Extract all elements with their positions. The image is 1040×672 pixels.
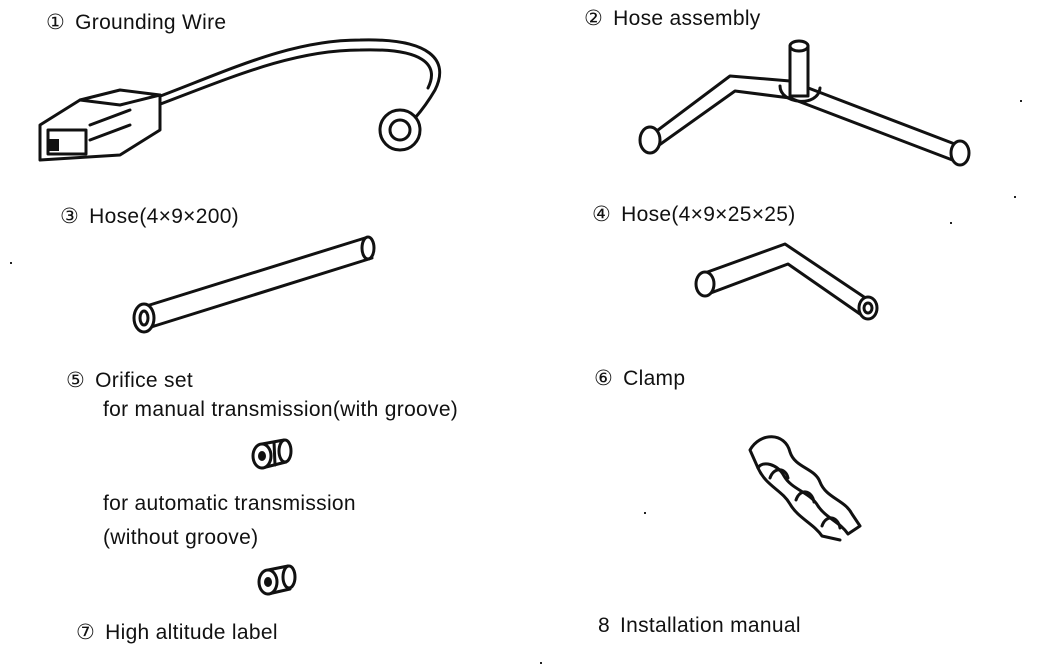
item-6-label: ⑥ Clamp xyxy=(594,366,685,391)
orifice-with-groove-icon xyxy=(251,438,293,470)
item-5-text: Orifice set xyxy=(95,369,193,392)
item-8-text: Installation manual xyxy=(619,614,801,637)
item-2-text: Hose assembly xyxy=(613,7,761,30)
orifice-without-groove-icon xyxy=(257,564,297,596)
item-7-label: ⑦ High altitude label xyxy=(76,620,278,645)
item-3-label: ③ Hose(4×9×200) xyxy=(60,204,239,229)
orifice-automatic-line1: for automatic transmission xyxy=(103,492,356,515)
item-3-number: ③ xyxy=(60,205,80,228)
item-5-number: ⑤ xyxy=(66,369,86,392)
item-8-number: 8 xyxy=(598,614,610,637)
scan-speck xyxy=(10,262,12,264)
item-4-number: ④ xyxy=(592,203,612,226)
item-7-text: High altitude label xyxy=(105,621,278,644)
item-4-text: Hose(4×9×25×25) xyxy=(621,203,796,226)
item-6-number: ⑥ xyxy=(594,367,614,390)
item-5-label: ⑤ Orifice set xyxy=(66,368,193,393)
hose-assembly-illustration xyxy=(638,39,971,167)
item-6-text: Clamp xyxy=(623,367,686,390)
straight-hose-illustration xyxy=(132,235,376,334)
scan-speck xyxy=(540,662,542,664)
item-7-number: ⑦ xyxy=(76,621,96,644)
item-8-label: 8 Installation manual xyxy=(598,614,801,638)
orifice-automatic-line2: (without groove) xyxy=(103,526,259,549)
scan-speck xyxy=(950,222,952,224)
scan-speck xyxy=(1020,100,1022,102)
item-1-number: ① xyxy=(46,11,66,34)
scan-speck xyxy=(644,512,646,514)
item-3-text: Hose(4×9×200) xyxy=(89,205,239,228)
item-2-label: ② Hose assembly xyxy=(584,6,761,31)
clamp-illustration xyxy=(748,435,862,542)
item-4-label: ④ Hose(4×9×25×25) xyxy=(592,202,796,227)
bent-hose-illustration xyxy=(694,242,879,321)
grounding-wire-illustration xyxy=(38,38,442,162)
orifice-manual-text: for manual transmission(with groove) xyxy=(103,398,459,421)
scan-speck xyxy=(1014,196,1016,198)
item-1-label: ① Grounding Wire xyxy=(46,10,226,35)
item-1-text: Grounding Wire xyxy=(75,11,227,34)
item-2-number: ② xyxy=(584,7,604,30)
